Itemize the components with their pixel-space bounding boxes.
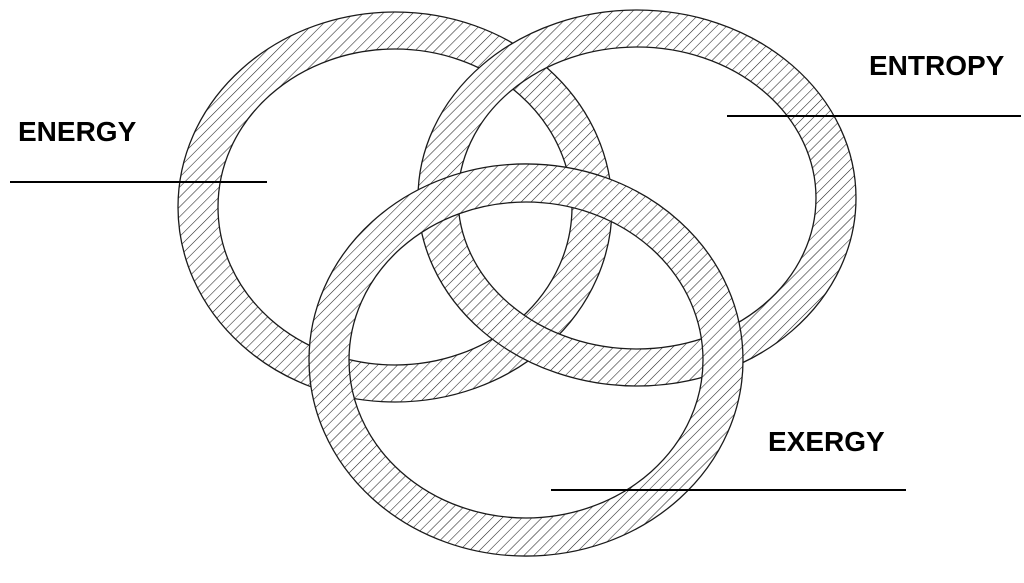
energy-label: ENERGY <box>18 116 137 147</box>
entropy-label: ENTROPY <box>869 50 1005 81</box>
entropy-ring <box>417 9 857 387</box>
exergy-label: EXERGY <box>768 426 885 457</box>
exergy-ring <box>308 163 744 557</box>
